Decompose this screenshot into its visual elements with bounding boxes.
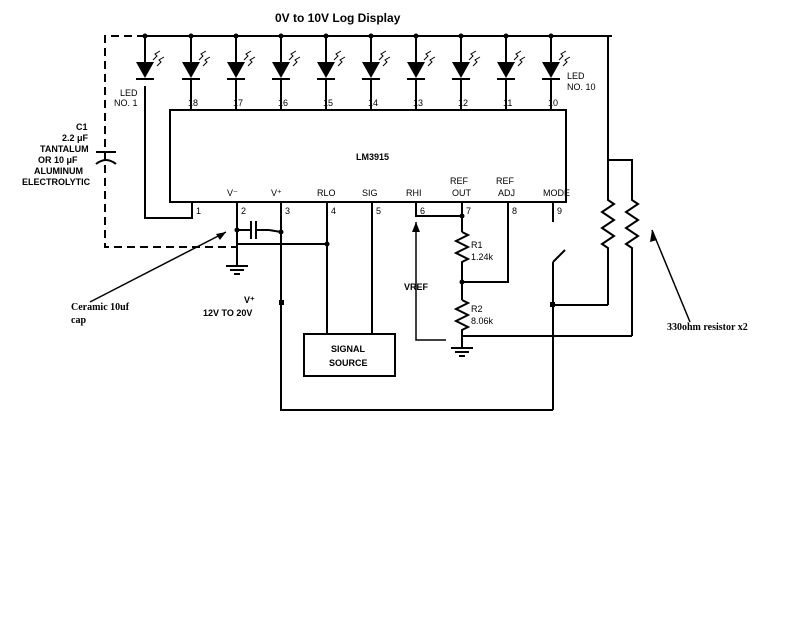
pin1-led1-wire xyxy=(144,86,193,219)
resistor-330-a xyxy=(600,36,616,305)
pin-label-7-b: OUT xyxy=(452,188,472,198)
resistor-note: 330ohm resistor x2 xyxy=(667,322,748,333)
dashed-cap-lead xyxy=(104,35,237,248)
top-pin-15: 15 xyxy=(323,98,333,108)
ground-symbol-1 xyxy=(226,265,248,275)
top-pin-16: 16 xyxy=(278,98,288,108)
ceramic-cap-symbol xyxy=(250,221,257,239)
pin-label-4: RLO xyxy=(317,188,336,198)
led-3 xyxy=(227,33,256,110)
led-2 xyxy=(182,33,211,110)
r2-value: 8.06k xyxy=(471,316,494,326)
rhi-wire xyxy=(415,202,462,217)
led1-label-a: LED xyxy=(120,88,138,98)
top-pin-11: 11 xyxy=(503,98,512,108)
led10-label-b: NO. 10 xyxy=(567,82,596,92)
led-4 xyxy=(272,33,301,110)
top-pin-12: 12 xyxy=(458,98,468,108)
mode-node xyxy=(550,302,555,307)
r1-value: 1.24k xyxy=(471,252,494,262)
lm3915-chip xyxy=(169,109,567,203)
supply-range: 12V TO 20V xyxy=(203,308,252,318)
c1-line6: ELECTROLYTIC xyxy=(22,177,91,187)
r1-name: R1 xyxy=(471,240,483,250)
pin-label-9: MODE xyxy=(543,188,570,198)
signal-source-line2: SOURCE xyxy=(329,358,368,368)
r1-resistor xyxy=(453,231,471,300)
ceramic-note-line2: cap xyxy=(71,315,86,326)
ceramic-annotation-head xyxy=(216,232,226,240)
pin-label-5: SIG xyxy=(362,188,378,198)
top-pin-17: 17 xyxy=(233,98,243,108)
chip-name: LM3915 xyxy=(356,152,389,162)
vref-label: VREF xyxy=(404,282,429,292)
supply-name: V⁺ xyxy=(244,295,255,305)
pin-label-8-b: ADJ xyxy=(498,188,515,198)
mode-switch xyxy=(552,249,566,263)
bottom-pin-labels: 1 2V⁻ 3V⁺ 4 RLO 5 SIG 6 RHI 7 REF OUT 8 REF ADJ 9 MODE xyxy=(196,176,570,216)
ceramic-note-line1: Ceramic 10uf xyxy=(71,302,130,313)
c1-name: C1 xyxy=(76,122,88,132)
c1-line5: ALUMINUM xyxy=(34,166,83,176)
c1-plate-b xyxy=(95,159,117,165)
top-pin-18: 18 xyxy=(188,98,198,108)
bottom-pin-1: 1 xyxy=(196,206,201,216)
led-6 xyxy=(362,33,391,110)
bottom-pin-3: 3 xyxy=(285,206,290,216)
diagram-title: 0V to 10V Log Display xyxy=(275,11,401,25)
c1-line4: OR 10 μF xyxy=(38,155,78,165)
led-10 xyxy=(542,33,571,110)
c1-value: 2.2 μF xyxy=(62,133,89,143)
pin-label-7-a: REF xyxy=(450,176,469,186)
bottom-pin-5: 5 xyxy=(376,206,381,216)
r2-name: R2 xyxy=(471,304,483,314)
vplus-wire xyxy=(280,202,553,411)
pin-label-2: V⁻ xyxy=(227,188,238,198)
r2-resistor xyxy=(453,299,471,348)
top-pin-10: 10 xyxy=(548,98,558,108)
led1-label-b: NO. 1 xyxy=(114,98,138,108)
top-pin-14: 14 xyxy=(368,98,378,108)
led-9 xyxy=(497,33,526,110)
bottom-pin-6: 6 xyxy=(420,206,425,216)
top-pin-13: 13 xyxy=(413,98,423,108)
bottom-pin-2: 2 xyxy=(241,206,246,216)
refadj-wire xyxy=(462,202,509,283)
bottom-pin-7: 7 xyxy=(466,206,471,216)
top-pin-numbers: 18 17 16 15 14 13 12 11 10 xyxy=(188,98,558,108)
led-7 xyxy=(407,33,436,110)
led-5 xyxy=(317,33,346,110)
resistor-annotation-line xyxy=(651,229,691,323)
vplus-terminal xyxy=(279,300,284,305)
bottom-pin-4: 4 xyxy=(331,206,336,216)
led10-label-a: LED xyxy=(567,71,585,81)
vref-arrow-line xyxy=(415,222,446,341)
resistor-330-b xyxy=(608,159,640,336)
led-8 xyxy=(452,33,481,110)
ground-symbol-2 xyxy=(451,347,473,357)
signal-source-box xyxy=(303,333,396,377)
pin-label-6: RHI xyxy=(406,188,422,198)
node-refout xyxy=(459,213,465,219)
c1-line3: TANTALUM xyxy=(40,144,89,154)
bottom-pin-8: 8 xyxy=(512,206,517,216)
vref-arrow-head xyxy=(412,222,420,232)
bottom-pin-9: 9 xyxy=(557,206,562,216)
pin-label-8-a: REF xyxy=(496,176,515,186)
led-1 xyxy=(136,33,165,80)
resistor-annotation-head xyxy=(650,230,657,242)
pin-label-3: V⁺ xyxy=(271,188,282,198)
led-bar-array xyxy=(136,33,571,110)
signal-source-line1: SIGNAL xyxy=(331,344,366,354)
ceramic-annotation-line xyxy=(89,231,227,303)
ceramic-cap-lead-b xyxy=(256,229,282,233)
